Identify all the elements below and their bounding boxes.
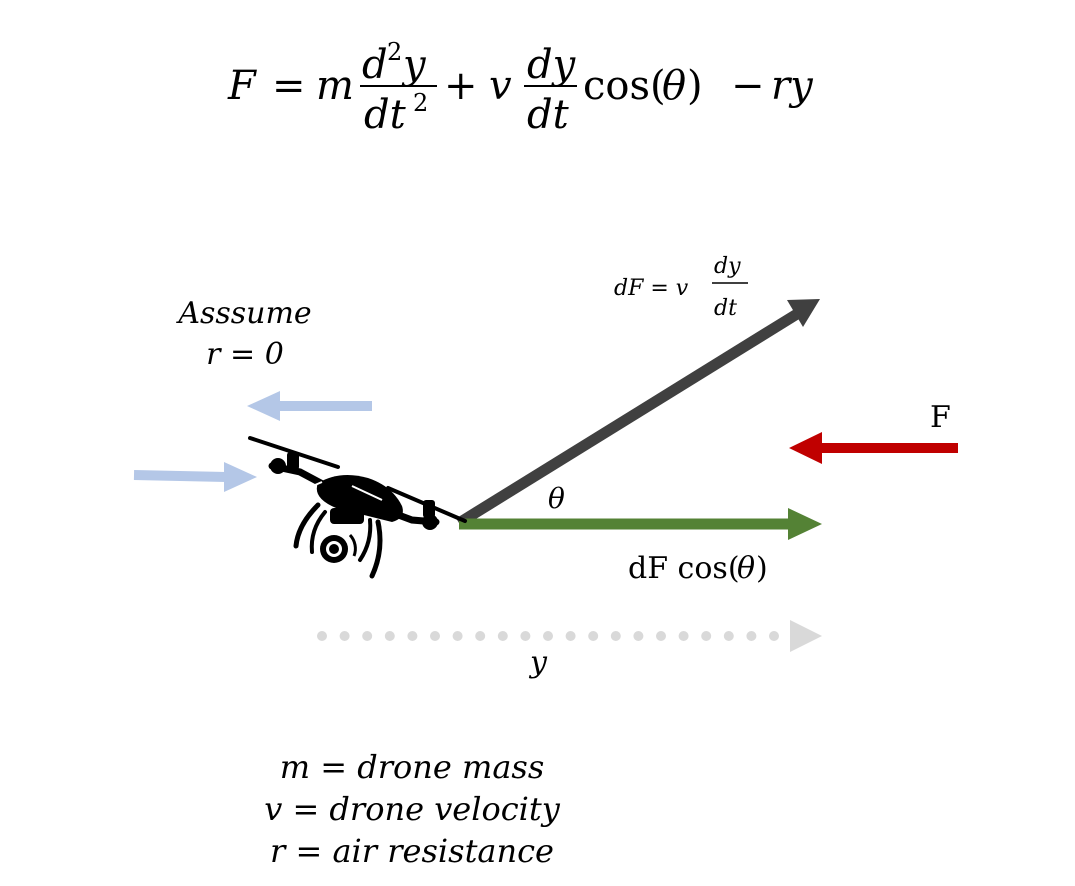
dfcos-label-prefix: dF cos(	[628, 551, 740, 586]
y-label: y	[528, 645, 548, 680]
y-axis-dot	[723, 631, 734, 641]
eq-m: m	[316, 63, 354, 109]
dfcos-label-theta: θ	[737, 551, 755, 586]
main-equation: F = m d 2 y dt 2 + v dy dt cos( θ ) − ry	[227, 38, 814, 138]
y-axis-arrow	[317, 620, 822, 652]
y-axis-dot	[678, 631, 689, 641]
y-axis-dot	[407, 631, 418, 641]
dfcos-label-suffix: )	[756, 551, 768, 586]
legend-line-velocity: v = drone velocity	[264, 790, 561, 828]
assumption-line-1: Asssume	[175, 296, 311, 331]
eq-equals: =	[272, 63, 306, 109]
y-axis-dot	[317, 631, 327, 641]
eq-d2y-num-y: y	[401, 42, 427, 88]
dfcos-label: dF cos( θ )	[628, 551, 768, 586]
eq-dy-den: dt	[527, 92, 570, 138]
y-axis-dot	[339, 631, 350, 641]
eq-d2y-den-sup: 2	[413, 89, 428, 117]
df-vector-arrow	[456, 299, 820, 528]
y-axis-dot	[769, 631, 779, 641]
y-axis-arrowhead	[790, 620, 822, 652]
wind-arrow-left	[247, 391, 372, 421]
eq-v: v	[489, 63, 512, 109]
eq-plus: +	[444, 63, 478, 109]
eq-d2y-den-dt: dt	[364, 92, 407, 138]
y-axis-dot	[362, 631, 373, 641]
eq-d2y-num-sup: 2	[387, 38, 402, 66]
df-label-den: dt	[714, 296, 737, 321]
df-label-num: dy	[714, 254, 741, 279]
y-axis-dot	[543, 631, 553, 641]
y-axis-dot	[384, 631, 395, 641]
y-axis-dot	[633, 631, 644, 641]
y-axis-dot	[610, 631, 621, 641]
y-axis-dot	[430, 631, 440, 641]
df-label: dF = v dy dt	[614, 254, 748, 321]
y-axis-dot	[497, 631, 508, 641]
eq-d2y-num-d: d	[362, 42, 388, 88]
force-label: F	[930, 400, 951, 435]
force-arrow	[789, 432, 958, 464]
legend-line-mass: m = drone mass	[280, 748, 545, 786]
eq-ry: ry	[771, 63, 814, 109]
y-axis-dot	[588, 631, 599, 641]
theta-label: θ	[548, 482, 565, 515]
drone-icon	[248, 436, 467, 579]
df-label-lhs: dF = v	[614, 276, 689, 301]
eq-dy-num: dy	[527, 42, 577, 88]
y-axis-dot	[520, 631, 531, 641]
y-axis-dot	[701, 631, 712, 641]
eq-theta: θ	[662, 63, 686, 109]
assumption-line-2: r = 0	[206, 337, 284, 372]
y-axis-dot	[746, 631, 757, 641]
eq-minus: −	[731, 63, 765, 109]
df-cos-component-arrow	[459, 508, 822, 540]
y-axis-dot	[656, 631, 666, 641]
y-axis-dot	[565, 631, 576, 641]
eq-cos: cos(	[583, 63, 666, 109]
legend-line-resistance: r = air resistance	[270, 832, 554, 870]
y-axis-dot	[452, 631, 463, 641]
wind-arrow-right	[133, 462, 257, 492]
eq-close-paren: )	[687, 63, 703, 109]
y-axis-dot	[475, 631, 486, 641]
eq-lhs: F	[227, 63, 257, 109]
